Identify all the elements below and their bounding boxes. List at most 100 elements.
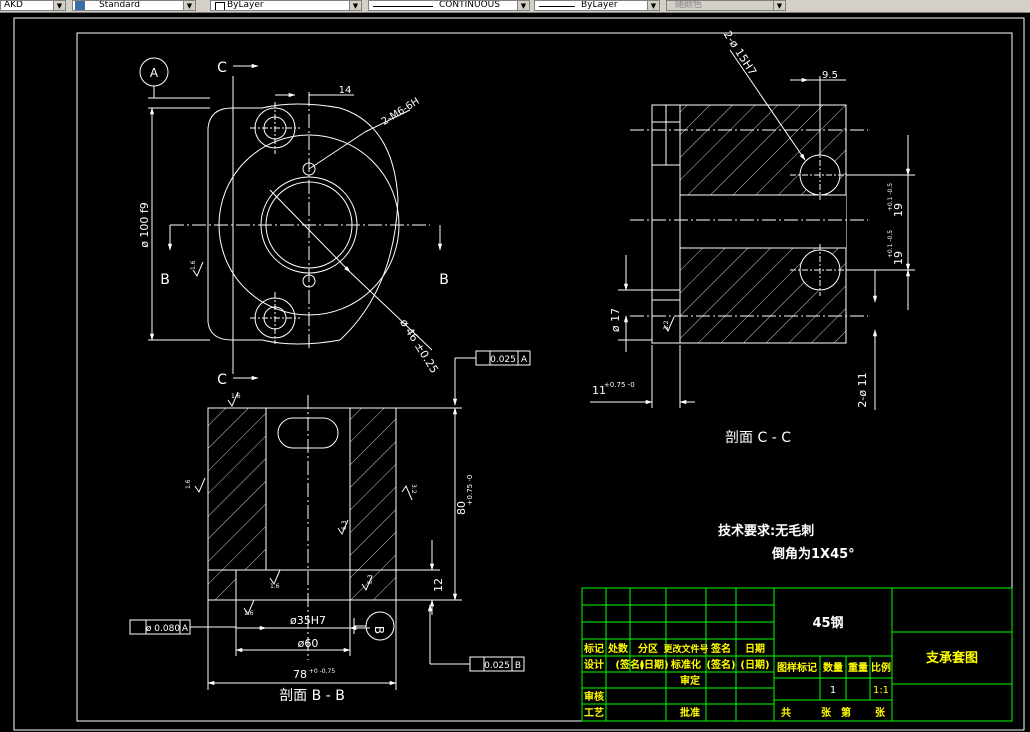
rough-label-1: 1.6 (231, 393, 241, 400)
dim-dia100-label: ø 100 f9 (138, 202, 151, 248)
dim-35h7-label: ø35H7 (290, 614, 326, 627)
section-c-top-label: C (217, 60, 227, 76)
dim-78-label: 78 (293, 668, 307, 681)
section-c-bottom-label: C (217, 372, 227, 388)
material-label: 45钢 (812, 615, 843, 631)
tol-flatness-value: 0.025 (490, 355, 516, 365)
text-style-icon (75, 1, 85, 10)
top-view (139, 57, 443, 381)
section-b-right-label: B (439, 272, 449, 288)
dim-dia17-label: ø 17 (609, 308, 622, 332)
rough-label-5: 1.6 (244, 610, 254, 617)
linetype-preview-icon (373, 6, 433, 7)
drawing-frame (76, 32, 1013, 722)
section-bb-view (129, 350, 531, 690)
qty-label: 数量 (823, 661, 843, 674)
dim-14-label: 14 (339, 85, 352, 96)
chevron-down-icon[interactable]: ▼ (773, 1, 785, 10)
process-label: 工艺 (584, 706, 604, 719)
rough-label-4: 1.6 (270, 583, 280, 590)
section-bb-title: 剖面 B - B (279, 688, 345, 704)
linetype-value: CONTINUOUS (439, 0, 500, 10)
tol-flatness-ref: A (521, 355, 528, 365)
sheet-zhang: 张 (875, 706, 886, 719)
rough-label-2: 1.6 (185, 479, 192, 489)
standard-label: 标准化 (670, 658, 701, 671)
dim-19-a-label: 19 (892, 203, 905, 217)
tol-position-ref: A (182, 624, 189, 634)
tol-runout-value: 0.025 (484, 661, 510, 671)
chevron-down-icon[interactable]: ▼ (349, 1, 361, 10)
qty-value: 1 (830, 685, 836, 696)
th-sign: 签名 (710, 642, 731, 655)
lineweight-dropdown[interactable]: ByLayer ▼ (534, 0, 660, 11)
dim-80-label: 80 (455, 501, 468, 515)
dim-19-b-tol: +0.1 -0.5 (887, 230, 894, 258)
th-mark: 标记 (583, 642, 604, 655)
color-swatch-icon (215, 2, 225, 10)
dim-60-label: ø60 (298, 637, 319, 650)
color-dropdown[interactable]: ByLayer ▼ (210, 0, 362, 11)
part-name-label: 支承套图 (925, 650, 978, 666)
design-label: 设计 (584, 658, 604, 671)
dim-19-a-tol: +0.1 -0.5 (887, 183, 894, 211)
section-cc-title: 剖面 C - C (725, 430, 791, 446)
chevron-down-icon[interactable]: ▼ (183, 1, 195, 10)
approved-by-label: 审定 (680, 674, 700, 687)
design-date: (日期) (639, 658, 668, 671)
layer-value: AKD (4, 0, 23, 10)
sheets-label: 共 (781, 706, 791, 719)
dim-9-5-label: 9.5 (822, 70, 838, 81)
dim-2dia15-label: 2-ø 15H7 (721, 28, 759, 77)
lineweight-value: ByLayer (581, 0, 618, 10)
rough-label-8: 1.6 (190, 260, 197, 270)
th-doc: 更改文件号 (663, 643, 708, 655)
rough-label-6: 6.3 (367, 574, 374, 584)
dim-dia46-label: ø 46 ±0.25 (397, 317, 441, 376)
dim-78-tol: +0 -0.75 (309, 668, 335, 675)
layer-dropdown[interactable]: AKD ▼ (0, 0, 66, 11)
section-b-left-label: B (160, 272, 170, 288)
stage-mark-label: 图样标记 (777, 661, 817, 674)
chevron-down-icon[interactable]: ▼ (53, 1, 65, 10)
review-label: 审核 (584, 690, 604, 703)
tol-position-value: ø 0.080 (146, 624, 180, 634)
plot-style-dropdown[interactable]: 随颜色 ▼ (666, 0, 786, 11)
approve-label: 批准 (680, 706, 700, 719)
datum-b-label: B (372, 626, 386, 634)
rough-label-7: 6.3 (341, 520, 348, 530)
thread-note-label: 2-M6-6H (380, 96, 422, 128)
sheet-border (13, 17, 1025, 731)
th-date: 日期 (745, 642, 765, 655)
plot-style-value: 随颜色 (675, 0, 703, 10)
sheets-zhang: 张 (821, 706, 832, 719)
text-style-dropdown[interactable]: Standard ▼ (72, 0, 196, 11)
scale-value: 1:1 (873, 685, 889, 696)
lineweight-preview-icon (539, 6, 575, 7)
th-count: 处数 (607, 642, 629, 655)
dim-12-label: 12 (432, 578, 445, 592)
linetype-dropdown[interactable]: CONTINUOUS ▼ (368, 0, 530, 11)
dim-11-tol: +0.75 -0 (604, 381, 635, 389)
tol-runout-ref: B (515, 661, 521, 671)
weight-label: 重量 (848, 661, 868, 674)
dim-19-b-label: 19 (892, 251, 905, 265)
dim-2dia11-label: 2-ø 11 (856, 372, 869, 407)
dim-80-tol: +0.75 -0 (466, 475, 474, 506)
color-value: ByLayer (227, 0, 264, 10)
datum-a-label: A (150, 66, 159, 80)
sheet-no-label: 第 (841, 706, 851, 719)
chevron-down-icon[interactable]: ▼ (647, 1, 659, 10)
tech-requirement-2: 倒角为1X45° (771, 546, 855, 562)
dim-11-label: 11 (592, 384, 606, 397)
standard-sign: (签名) (706, 658, 735, 671)
drawing-canvas[interactable]: A C C B B 14 2-M6-6H ø 100 f9 ø 46 ±0.25 (0, 12, 1030, 732)
th-zone: 分区 (638, 642, 658, 655)
text-style-value: Standard (99, 0, 140, 10)
design-sign: (签名) (615, 658, 644, 671)
title-block (581, 587, 1013, 722)
properties-toolbar: AKD ▼ Standard ▼ ByLayer ▼ CONTINUOUS ▼ … (0, 0, 1030, 13)
chevron-down-icon[interactable]: ▼ (517, 1, 529, 10)
section-cc-view (590, 49, 915, 410)
scale-label: 比例 (871, 661, 891, 674)
